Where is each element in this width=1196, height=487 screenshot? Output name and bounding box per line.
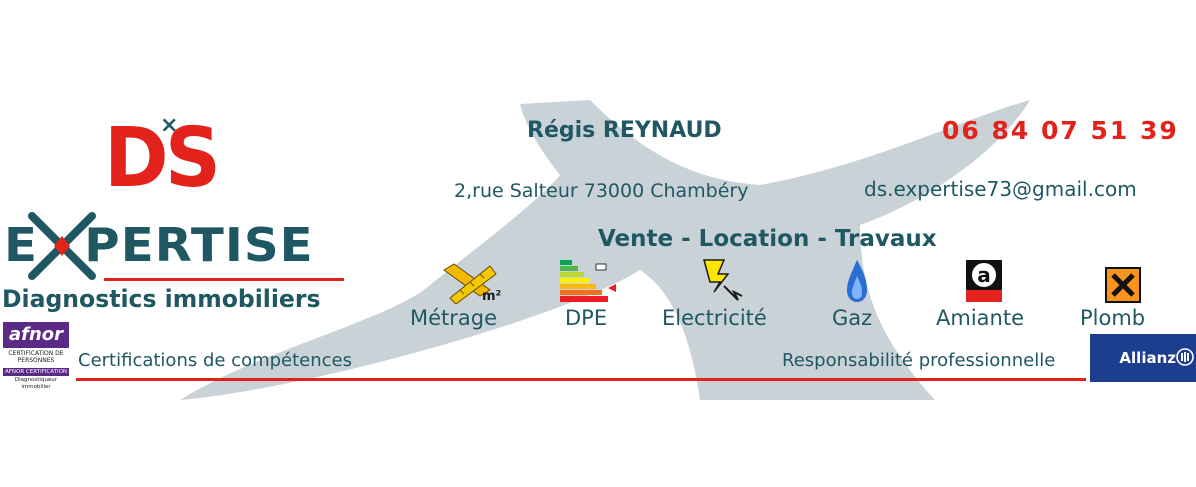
allianz-badge: [1090, 334, 1196, 382]
contact-phone[interactable]: 06 84 07 51 39: [942, 116, 1179, 145]
afnor-line2: AFNOR CERTIFICATION: [3, 368, 69, 376]
service-metrage: Métrage: [410, 306, 498, 330]
lightning-icon: [703, 259, 743, 301]
gas-flame-icon: [847, 260, 867, 302]
contact-email[interactable]: ds.expertise73@gmail.com: [864, 177, 1137, 201]
logo-x-mark-icon: [28, 212, 96, 280]
asbestos-text: a: [977, 263, 991, 287]
tagline: Vente - Location - Travaux: [598, 226, 937, 252]
logo-small-x: ×: [160, 113, 179, 138]
contact-name: Régis REYNAUD: [527, 118, 722, 143]
allianz-text: Allianz: [1119, 349, 1176, 367]
service-gaz: Gaz: [832, 306, 873, 330]
footer-red-line: [76, 378, 1086, 381]
ruler-m2-text: m²: [482, 289, 501, 304]
toxic-hazard-icon: [1105, 267, 1141, 303]
ruler-m2-icon: m²: [443, 263, 501, 304]
allianz-logo-icon: [1176, 348, 1194, 366]
service-amiante: Amiante: [936, 306, 1024, 330]
asbestos-icon: a: [966, 260, 1002, 302]
logo-subtitle: Diagnostics immobiliers: [2, 285, 321, 313]
footer-responsibility: Responsabilité professionnelle: [782, 350, 1056, 371]
afnor-line1: CERTIFICATION DE PERSONNES: [8, 350, 64, 364]
logo-expertise-e: E: [4, 218, 39, 272]
service-plomb: Plomb: [1080, 306, 1146, 330]
footer-certifications: Certifications de compétences: [78, 350, 352, 371]
afnor-badge-bg: [3, 322, 69, 348]
logo-underline: [104, 278, 344, 281]
afnor-line3: Diagnostiqueur immobilier: [14, 377, 58, 390]
logo-ds-letters: DS: [104, 111, 221, 206]
logo-expertise-rest: PERTISE: [84, 218, 314, 272]
afnor-logo-text: afnor: [8, 324, 64, 345]
contact-address: 2,rue Salteur 73000 Chambéry: [454, 180, 749, 202]
service-electricite: Electricité: [662, 306, 767, 330]
energy-label-icon: [560, 260, 616, 302]
service-dpe: DPE: [565, 306, 608, 330]
